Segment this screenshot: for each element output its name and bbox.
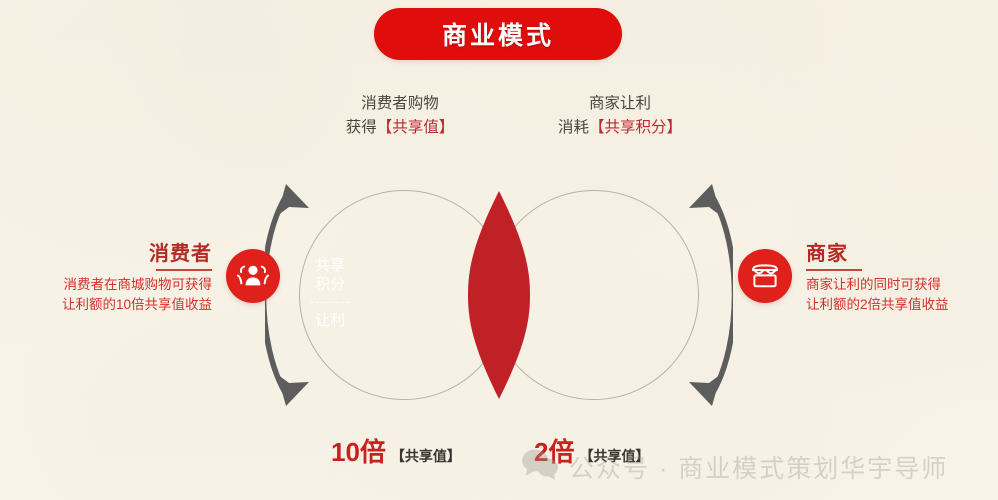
lens-divider: [310, 301, 350, 303]
venn-intersection-lens: [468, 191, 530, 399]
caption-right: 商家让利 消耗【共享积分】: [490, 92, 750, 140]
people-group-icon: [226, 249, 280, 303]
venn-intersection-label: 共享 积分 让利: [299, 190, 361, 398]
storefront-icon: [738, 249, 792, 303]
wechat-bubble-icon: [520, 447, 560, 486]
merchant-title: 商家: [806, 243, 848, 265]
merchant-rule: [806, 269, 862, 271]
lens-label-bottom: 让利: [314, 311, 345, 329]
consumer-rule: [156, 269, 212, 271]
caption-right-line2-highlight: 【共享积分】: [589, 119, 683, 137]
multiplier-right: 2倍 【共享值】: [534, 432, 649, 469]
consumer-text: 消费者 消费者在商城购物可获得 让利额的10倍共享值收益: [62, 237, 212, 315]
lens-label-top-line1: 共享: [314, 257, 345, 275]
consumer-block: 消费者 消费者在商城购物可获得 让利额的10倍共享值收益: [18, 237, 280, 315]
caption-right-line1: 商家让利: [588, 95, 651, 112]
venn-diagram: 共享 积分 让利: [260, 184, 738, 406]
multiplier-right-unit: 【共享值】: [579, 448, 650, 464]
consumer-desc-line1: 消费者在商城购物可获得: [63, 276, 213, 292]
caption-left: 消费者购物 获得【共享值】: [280, 92, 520, 140]
merchant-desc-line2: 让利额的2倍共享值收益: [806, 296, 949, 312]
multiplier-right-value: 2倍: [534, 437, 575, 467]
page-title: 商业模式: [441, 22, 554, 50]
watermark: 公众号 · 商业模式策划华宇导师: [520, 447, 948, 486]
lens-label-top-line2: 积分: [314, 276, 345, 294]
multiplier-left-value: 10倍: [331, 437, 386, 467]
multiplier-left: 10倍 【共享值】: [331, 432, 461, 469]
caption-right-line2-prefix: 消耗: [557, 119, 589, 137]
caption-left-line1: 消费者购物: [361, 95, 439, 112]
merchant-text: 商家 商家让利的同时可获得 让利额的2倍共享值收益: [806, 237, 949, 315]
title-badge: 商业模式: [374, 8, 622, 60]
multiplier-left-unit: 【共享值】: [390, 448, 461, 464]
caption-left-line2-prefix: 获得: [345, 119, 377, 137]
consumer-desc-line2: 让利额的10倍共享值收益: [61, 296, 212, 312]
consumer-title: 消费者: [149, 243, 212, 265]
merchant-desc-line1: 商家让利的同时可获得: [806, 276, 941, 292]
caption-left-line2-highlight: 【共享值】: [376, 119, 455, 137]
merchant-block: 商家 商家让利的同时可获得 让利额的2倍共享值收益: [738, 237, 998, 315]
watermark-text: 公众号 · 商业模式策划华宇导师: [569, 454, 949, 483]
